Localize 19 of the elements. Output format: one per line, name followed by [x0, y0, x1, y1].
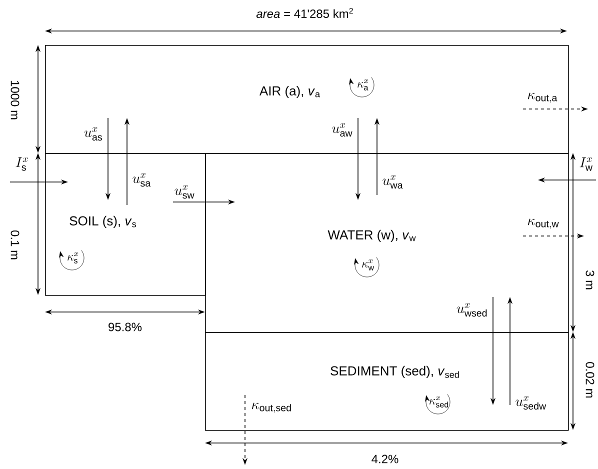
dimension-label: 1000 m — [10, 80, 20, 120]
dimension-label: 0.02 m — [586, 362, 594, 398]
dimension-label: 95.8% — [108, 322, 142, 332]
edge-label: $u_{\mathrm{aw}}^{x}$ — [330, 122, 354, 138]
edge-label: $I_{\mathrm{s}}^{x}$ — [14, 156, 30, 172]
edge-label: $\kappa_{\mathrm{out,w}}$ — [526, 218, 560, 230]
dimension-label: 3 m — [586, 270, 594, 290]
edge-label: $I_{\mathrm{w}}^{x}$ — [578, 156, 594, 172]
edge-label: $u_{\mathrm{as}}^{x}$ — [82, 126, 104, 142]
edge-label: $u_{\mathrm{wsed}}^{x}$ — [455, 302, 489, 318]
edge-label: $u_{\mathrm{sedw}}^{x}$ — [514, 395, 548, 411]
dimension-label: area = 41'285 km$^{2}$ — [256, 8, 353, 18]
edge-label: $\kappa_{\mathrm{out,sed}}$ — [250, 402, 294, 414]
edge-label: $u_{\mathrm{sw}}^{x}$ — [173, 184, 196, 200]
dimension-label: 0.1 m — [10, 230, 20, 260]
edge-label: $\kappa_{\mathrm{out,a}}$ — [526, 92, 559, 104]
edge-label: $u_{\mathrm{wa}}^{x}$ — [381, 174, 404, 190]
dimension-label: 4.2% — [372, 454, 398, 464]
edge-label: $u_{\mathrm{sa}}^{x}$ — [131, 172, 152, 188]
